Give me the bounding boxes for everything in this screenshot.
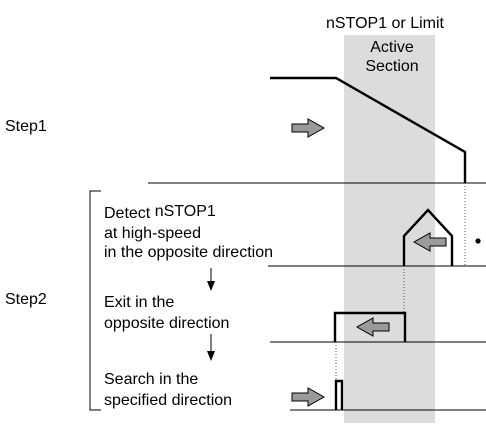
caption-detect-line3: in the opposite direction <box>104 244 273 261</box>
active-section-zone <box>344 35 435 423</box>
zone-title: nSTOP1 or Limit <box>326 15 445 32</box>
arrow-left-icon <box>412 232 447 252</box>
caption-exit-line1: Exit in the <box>104 294 174 311</box>
caption-search-line2: specified direction <box>104 392 232 409</box>
step1-label: Step1 <box>5 118 47 135</box>
caption-search-line1: Search in the <box>104 371 198 388</box>
caption-detect-nstop: nSTOP1 <box>155 203 216 220</box>
detect-speed-profile <box>402 208 454 266</box>
zone-label-section: Section <box>365 58 418 75</box>
step2-bracket <box>89 190 101 411</box>
caption-detect-line2: at high <box>104 225 152 242</box>
exit-speed-profile <box>333 311 407 342</box>
dot-marker <box>475 238 481 244</box>
svg-text:at high-speed: at high-speed <box>104 225 201 242</box>
step2-label: Step2 <box>5 291 47 308</box>
arrow-right-icon <box>291 118 326 138</box>
arrow-right-icon <box>291 387 326 407</box>
zone-label-active: Active <box>370 39 414 56</box>
caption-detect-line2b: -speed <box>152 225 201 242</box>
search-speed-profile <box>334 379 344 410</box>
step1-speed-profile <box>270 76 467 183</box>
arrow-left-icon <box>355 317 390 337</box>
caption-exit-line2: opposite direction <box>104 315 229 332</box>
svg-text:Detect nSTOP1: Detect nSTOP1 <box>104 203 216 222</box>
caption-detect-line1: Detect <box>104 205 151 222</box>
